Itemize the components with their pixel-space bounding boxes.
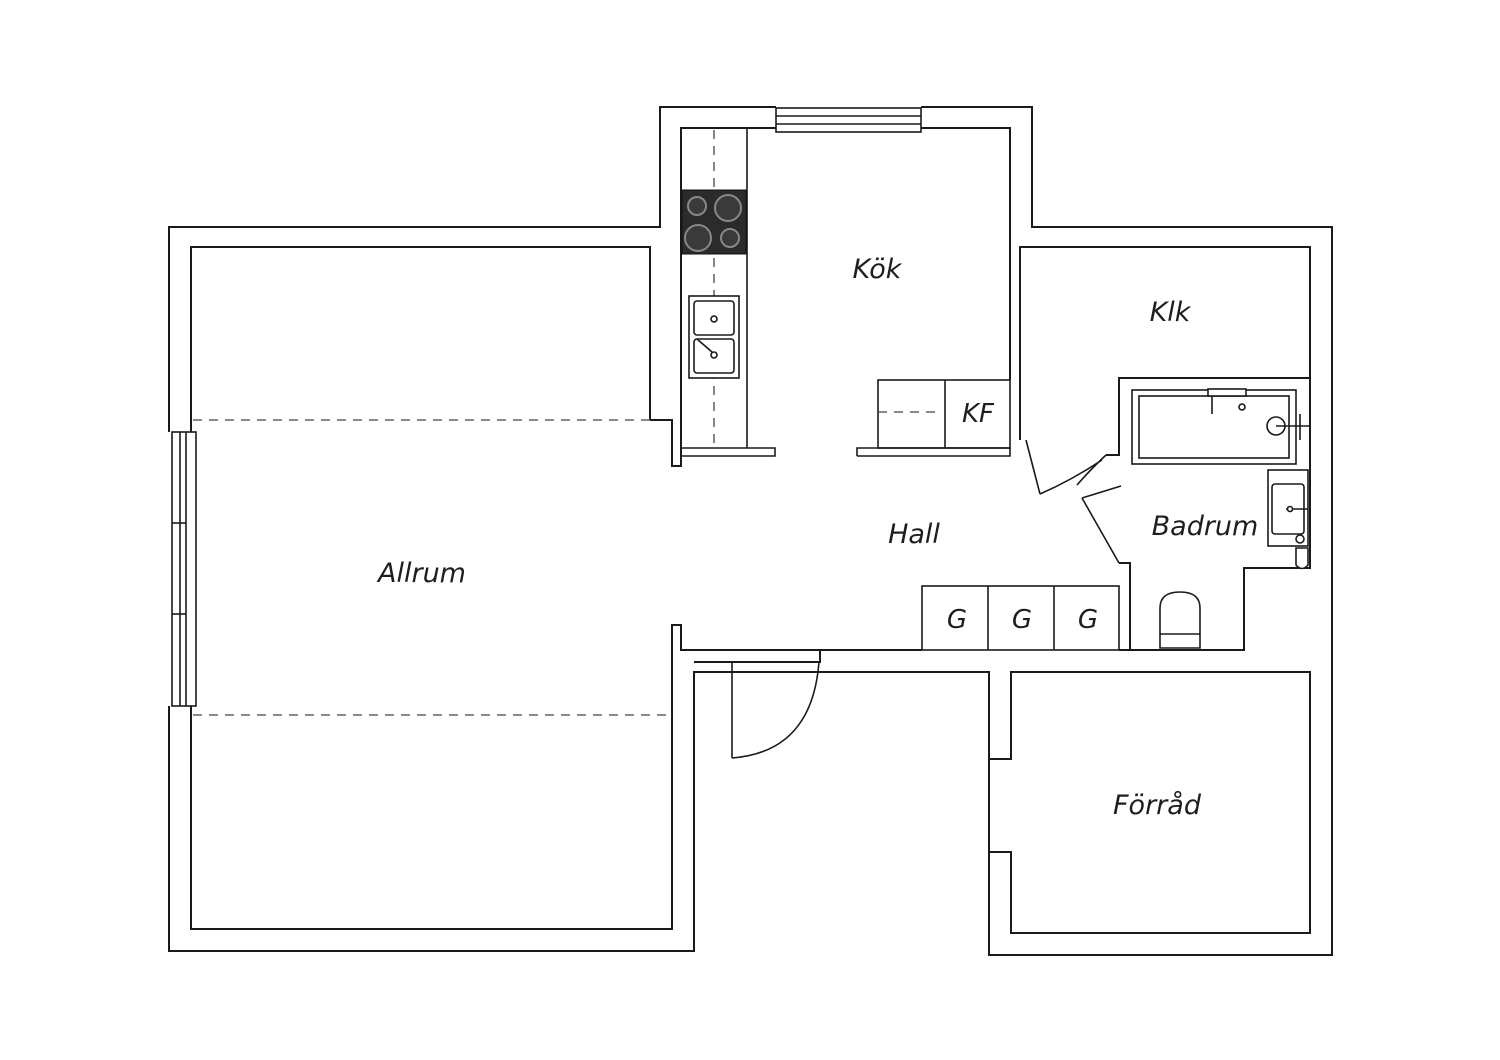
kok-room <box>680 127 1011 457</box>
badrum-door <box>1076 454 1122 564</box>
forrad-room <box>988 671 1311 934</box>
hall-label: Hall <box>888 519 940 550</box>
bathtub-icon <box>1131 388 1310 465</box>
toilet-icon <box>1159 591 1201 649</box>
outer-walls <box>168 106 1333 956</box>
kf-fridge <box>877 379 1011 449</box>
allrum-window <box>166 431 198 707</box>
badrum-room <box>1106 377 1311 651</box>
badrum-label: Badrum <box>1152 511 1259 542</box>
g-closet-label-2: G <box>1012 605 1032 635</box>
bathroom-sink-icon <box>1267 469 1309 547</box>
kitchen-window <box>775 102 922 134</box>
small-basin-icon <box>1295 534 1309 570</box>
allrum-room <box>190 246 820 930</box>
klk-label: Klk <box>1150 297 1192 328</box>
klk-door <box>1025 439 1103 495</box>
allrum-label: Allrum <box>376 558 466 589</box>
kf-label: KF <box>962 399 995 429</box>
klk-room <box>1019 246 1311 440</box>
kok-label: Kök <box>853 254 903 285</box>
g-closet-label-1: G <box>947 605 967 635</box>
forrad-label: Förråd <box>1113 790 1202 821</box>
g-closets <box>694 585 1130 663</box>
g-closet-label-3: G <box>1078 605 1098 635</box>
entrance-door <box>731 661 820 759</box>
stove-icon <box>681 189 747 255</box>
kitchen-sink-icon <box>688 295 740 379</box>
